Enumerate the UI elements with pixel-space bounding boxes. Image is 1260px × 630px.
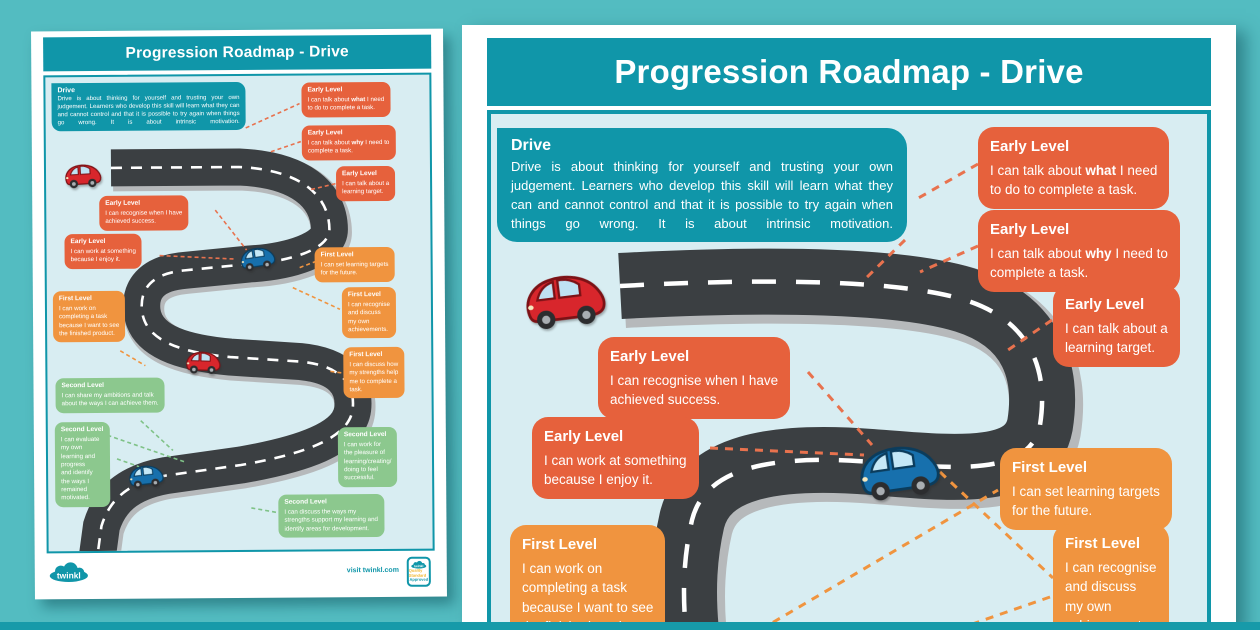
level-box-targets-future: First Level I can set learning targets f… [314,246,395,283]
level-label: Early Level [307,129,343,137]
twinkl-logo-text: twinkl [57,570,81,580]
level-text: I can work for the pleasure of learning/… [343,440,392,482]
level-text: I can work on completing a task because … [522,560,654,626]
level-box-why: Early Level I can talk about why I need … [301,124,396,161]
level-label: Early Level [544,428,624,445]
level-label: First Level [1012,459,1088,476]
drive-body: Drive is about thinking for yourself and… [511,159,893,231]
level-box-achievements: First Level I can recognise and discuss … [1053,524,1169,626]
level-box-ambitions: Second Level I can share my ambitions an… [55,377,165,413]
level-box-pleasure: Second Level I can work for the pleasure… [337,426,398,487]
level-label: Second Level [60,425,104,434]
level-text: I can work at something because I enjoy … [70,247,136,264]
poster-title-band: Progression Roadmap - Drive [43,34,432,72]
level-box-product: First Level I can work on completing a t… [510,525,666,626]
level-label: Second Level [343,430,387,439]
level-text: I can set learning targets for the futur… [320,260,389,277]
red-car-icon [61,158,105,192]
level-box-success: Early Level I can recognise when I have … [99,195,189,231]
level-box-targets-future: First Level I can set learning targets f… [1000,448,1172,530]
badge-cloud-icon: twinkl [411,560,427,569]
level-label: Early Level [341,170,377,178]
level-box-product: First Level I can work on completing a t… [52,290,126,343]
drive-body: Drive is about thinking for yourself and… [57,93,240,127]
level-text: I can evaluate my own learning and progr… [60,435,100,502]
level-box-what: Early Level I can talk about what I need… [301,81,391,118]
blue-car-icon [236,240,280,276]
level-box-evaluate: Second Level I can evaluate my own learn… [54,421,110,508]
blue-car-icon [125,459,168,493]
roadmap-panel: Drive Drive is about thinking for yourse… [487,110,1211,630]
level-text: I can recognise when I have achieved suc… [610,372,779,408]
level-box-achievements: First Level I can recognise and discuss … [341,286,397,339]
poster-enlarged-preview: Progression Roadmap - Drive Drive [462,25,1236,630]
level-text: I can talk about a learning target. [342,179,390,196]
roadmap-panel: Drive Drive is about thinking for yourse… [43,72,435,554]
poster-footer: twinkl visit twinkl.com twinkl Quality S… [47,556,435,600]
visit-link-text: visit twinkl.com [346,566,399,575]
poster-title: Progression Roadmap - Drive [614,53,1084,90]
drive-description-box: Drive Drive is about thinking for yourse… [497,128,907,243]
level-text: I can discuss how my strengths help me t… [349,360,399,394]
twinkl-logo: twinkl [49,562,88,582]
level-box-target: Early Level I can talk about a learning … [335,165,396,201]
level-label: Early Level [105,199,141,207]
level-box-develop: Second Level I can discuss the ways my s… [278,493,385,538]
poster-title-band: Progression Roadmap - Drive [487,38,1211,106]
level-label: Second Level [61,381,105,390]
level-text: I can work at something because I enjoy … [544,452,687,488]
level-label: Early Level [307,86,343,94]
svg-text:twinkl: twinkl [414,564,423,568]
red-car-icon [516,264,615,335]
level-label: Second Level [284,498,327,506]
level-label: First Level [522,536,598,553]
level-text: I can recognise when I have achieved suc… [105,209,183,226]
connector-dashes [709,162,1055,626]
poster-title: Progression Roadmap - Drive [125,43,349,62]
level-box-enjoy: Early Level I can work at something beca… [532,417,699,499]
level-label: First Level [349,351,383,359]
level-text: I can talk about a learning target. [1065,320,1168,356]
drive-heading: Drive [57,87,75,95]
page-bottom-band [0,622,1260,630]
level-label: Early Level [70,237,106,246]
level-text: I can discuss the ways my strengths supp… [284,508,379,533]
level-box-success: Early Level I can recognise when I have … [598,337,791,419]
level-label: First Level [320,251,354,259]
level-box-what: Early Level I can talk about what I need… [978,127,1170,209]
level-box-why: Early Level I can talk about why I need … [978,210,1180,292]
level-box-enjoy: Early Level I can work at something beca… [64,233,143,269]
level-text: I can recognise and discuss my own achie… [347,300,390,334]
road [78,148,376,552]
level-label: First Level [1065,535,1141,552]
level-text: I can set learning targets for the futur… [1012,483,1160,519]
level-label: Early Level [610,348,690,365]
level-label: First Level [347,291,381,299]
level-text: I can talk about why I need to complete … [990,245,1168,281]
quality-standard-badge: twinkl Quality Standard Approved [406,556,431,587]
level-text: I can talk about what I need to do to co… [990,162,1158,198]
level-label: Early Level [990,221,1070,238]
level-text: I can recognise and discuss my own achie… [1065,559,1157,626]
level-label: Early Level [990,138,1070,155]
level-label: First Level [58,295,92,303]
level-text: I can share my ambitions and talk about … [61,391,159,408]
poster-thumbnail: Progression Roadmap - Drive [31,28,447,600]
blue-car-icon [849,434,948,506]
level-text: I can work on completing a task because … [58,304,120,338]
level-box-target: Early Level I can talk about a learning … [1053,285,1180,367]
level-label: Early Level [1065,296,1145,313]
roadmap-graphic [78,102,376,552]
level-text: I can talk about why I need to complete … [307,138,390,155]
level-box-strengths-task: First Level I can discuss how my strengt… [343,346,405,399]
drive-heading: Drive [511,137,552,154]
badge-line2: Approved [409,577,429,583]
level-text: I can talk about what I need to do to co… [307,95,385,112]
red-car-icon [183,346,224,378]
drive-description-box: Drive Drive is about thinking for yourse… [51,81,246,131]
